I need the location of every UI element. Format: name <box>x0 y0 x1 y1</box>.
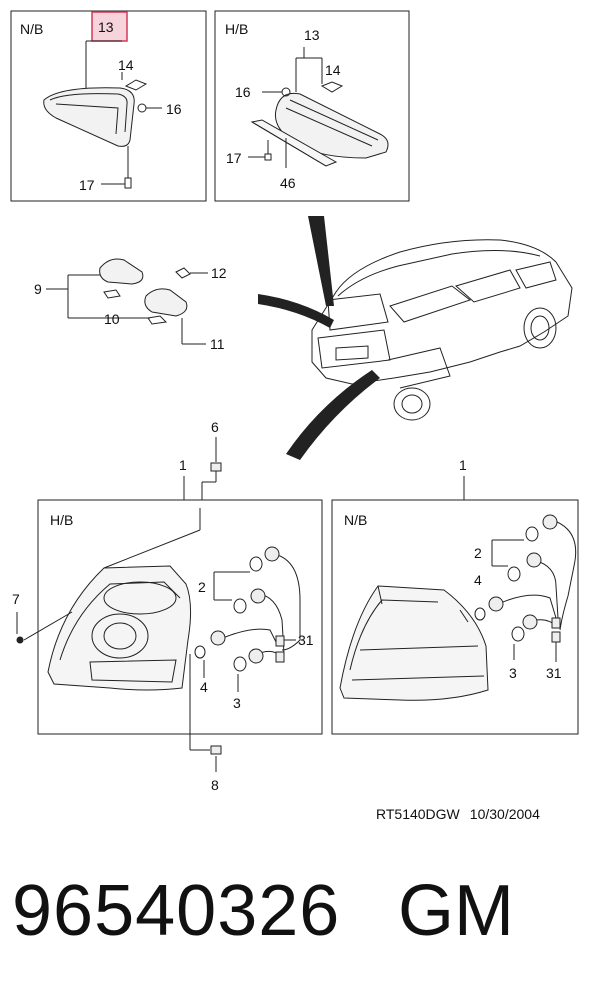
part-number: 96540326 <box>12 871 341 951</box>
callout-16-nb: 16 <box>166 101 182 117</box>
callout-1-nb: 1 <box>459 457 467 473</box>
callout-4-nb: 4 <box>474 572 482 588</box>
panel-top-right <box>214 10 410 202</box>
callout-2-hb: 2 <box>198 579 206 595</box>
callout-31-hb: 31 <box>298 632 314 648</box>
leader-wedge-left <box>258 294 334 328</box>
callout-17-hb: 17 <box>226 150 242 166</box>
callout-16-hb: 16 <box>235 84 251 100</box>
callout-14-hb: 14 <box>325 62 341 78</box>
panel-bottom-left <box>37 499 323 735</box>
panel-label-bottom-left: H/B <box>50 512 73 528</box>
callout-12: 12 <box>211 265 227 281</box>
callout-14-nb: 14 <box>118 57 134 73</box>
fastener-8-drawing <box>189 736 222 772</box>
callout-4-hb: 4 <box>200 679 208 695</box>
callout-6: 6 <box>211 419 219 435</box>
tail-lamp-hb-drawing <box>16 508 301 736</box>
callout-31-nb: 31 <box>546 665 562 681</box>
callout-13-hb: 13 <box>304 27 320 43</box>
stop-lamp-hb-drawing <box>248 47 389 168</box>
stop-lamp-nb-drawing <box>43 40 162 189</box>
panel-label-top-right: H/B <box>225 21 248 37</box>
callout-8: 8 <box>211 777 219 793</box>
callout-46: 46 <box>280 175 296 191</box>
leader-wedge-bottom <box>286 370 380 460</box>
callout-10: 10 <box>104 311 120 327</box>
tail-lamp-nb-drawing <box>339 514 577 701</box>
panel-label-bottom-right: N/B <box>344 512 367 528</box>
drawing-date: 10/30/2004 <box>469 806 540 822</box>
license-lamp-drawing <box>46 258 208 345</box>
panel-bottom-right <box>331 499 579 735</box>
car-illustration <box>311 239 573 421</box>
leader-wedge-top <box>308 216 334 306</box>
callout-1-hb: 1 <box>179 457 187 473</box>
callout-9: 9 <box>34 281 42 297</box>
drawing-code: RT5140DGW <box>376 806 460 822</box>
callout-3-hb: 3 <box>233 695 241 711</box>
fastener-6-drawing <box>183 437 465 500</box>
callout-7: 7 <box>12 591 20 607</box>
callout-2-nb: 2 <box>474 545 482 561</box>
panel-label-top-left: N/B <box>20 21 43 37</box>
callout-3-nb: 3 <box>509 665 517 681</box>
panel-top-left <box>10 10 207 202</box>
callout-11: 11 <box>210 336 225 352</box>
callout-13-highlighted: 13 <box>98 19 114 35</box>
callout-17-nb: 17 <box>79 177 95 193</box>
highlight-box-13 <box>91 11 128 42</box>
brand-name: GM <box>398 871 514 951</box>
drawing-reference: RT5140DGW 10/30/2004 <box>376 806 540 822</box>
